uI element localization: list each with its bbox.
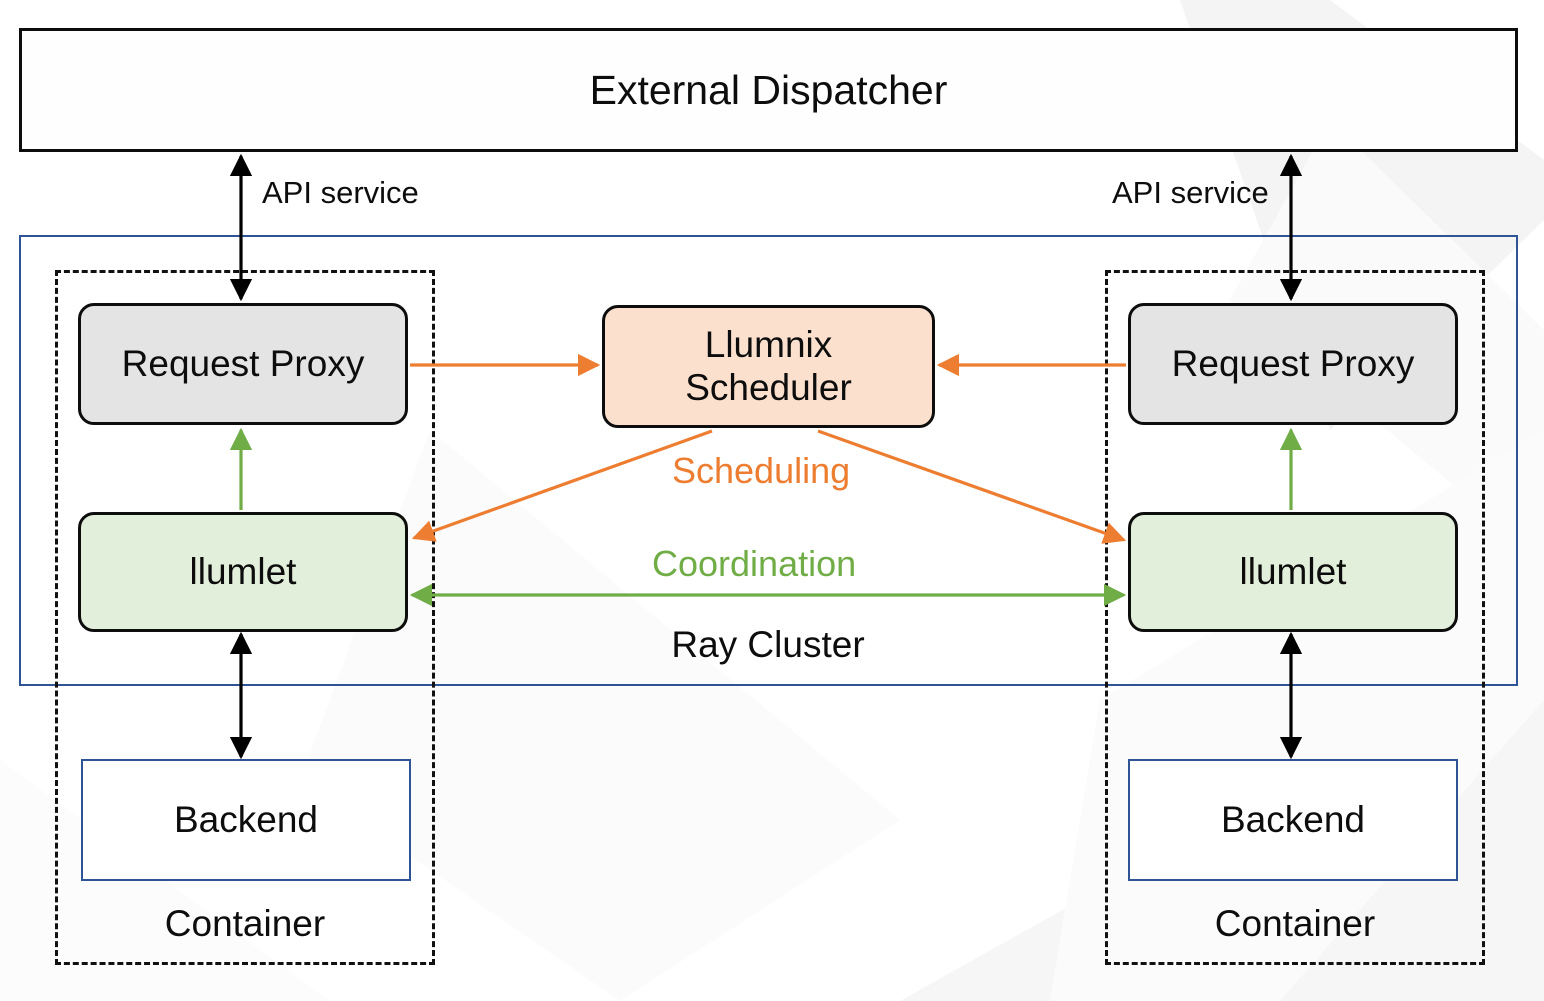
- llumlet-left-box[interactable]: llumlet: [78, 512, 408, 632]
- external-dispatcher-label: External Dispatcher: [589, 66, 948, 113]
- ray-cluster-boundary: [19, 235, 1518, 686]
- llumnix-scheduler-box[interactable]: Llumnix Scheduler: [602, 305, 935, 428]
- llumlet-right-label: llumlet: [1239, 550, 1347, 592]
- ray-cluster-label-wrap: Ray Cluster: [600, 616, 936, 674]
- scheduler-label-line1: Llumnix: [704, 323, 833, 365]
- backend-left-box[interactable]: Backend: [81, 759, 411, 881]
- llumlet-right-box[interactable]: llumlet: [1128, 512, 1458, 632]
- llumlet-left-label: llumlet: [189, 550, 297, 592]
- backend-right-box[interactable]: Backend: [1128, 759, 1458, 881]
- request-proxy-left-box[interactable]: Request Proxy: [78, 303, 408, 425]
- request-proxy-right-label: Request Proxy: [1171, 342, 1415, 384]
- scheduling-label: Scheduling: [672, 450, 851, 491]
- scheduler-label-line2: Scheduler: [685, 366, 852, 408]
- container-right-label-wrap: Container: [1105, 893, 1485, 955]
- request-proxy-left-label: Request Proxy: [121, 342, 365, 384]
- container-right-label: Container: [1214, 903, 1376, 944]
- external-dispatcher-box: External Dispatcher: [19, 28, 1518, 152]
- backend-right-label: Backend: [1221, 799, 1365, 840]
- container-left-label: Container: [164, 903, 326, 944]
- coordination-label: Coordination: [652, 543, 857, 584]
- api-service-left-label: API service: [262, 175, 419, 210]
- api-service-right-label: API service: [1112, 175, 1269, 210]
- container-left-label-wrap: Container: [55, 893, 435, 955]
- request-proxy-right-box[interactable]: Request Proxy: [1128, 303, 1458, 425]
- backend-left-label: Backend: [174, 799, 318, 840]
- ray-cluster-label: Ray Cluster: [671, 624, 865, 665]
